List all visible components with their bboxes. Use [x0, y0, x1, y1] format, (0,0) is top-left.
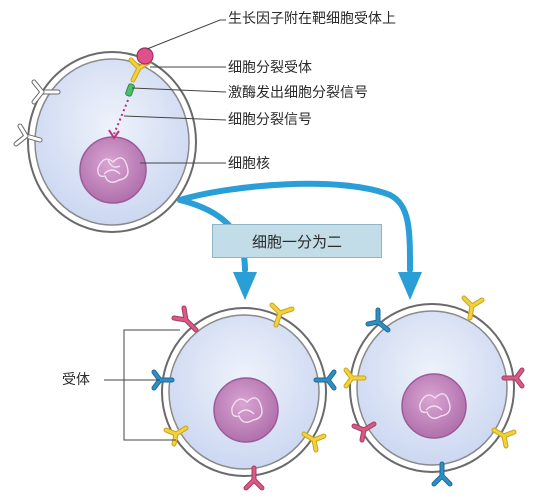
receptor-bracket [104, 329, 180, 441]
label-enzyme-signal: 激酶发出细胞分裂信号 [228, 85, 368, 101]
leader-lines [123, 19, 227, 164]
split-label-box: 细胞一分为二 [212, 224, 382, 258]
receptor-teal [151, 369, 175, 391]
kinase [125, 83, 135, 97]
receptor-pink [351, 421, 377, 443]
receptor-teal [365, 307, 391, 333]
receptor-pink [501, 367, 525, 389]
receptor-yellow [491, 427, 517, 449]
parent-cell [13, 47, 197, 233]
receptor-yellow [461, 295, 485, 321]
receptor-yellow [163, 425, 189, 447]
daughter-cell-right [343, 295, 525, 487]
growth-factor [136, 47, 154, 65]
white-receptor [31, 79, 61, 105]
label-split: 细胞一分为二 [251, 232, 342, 251]
nucleus-left [213, 377, 279, 443]
receptor-yellow [269, 302, 295, 328]
nucleus-top [79, 136, 147, 204]
receptor-yellow [343, 367, 367, 389]
label-growth-factor: 生长因子附在靶细胞受体上 [228, 11, 396, 27]
nucleus-right [401, 373, 467, 439]
daughter-cell-left [151, 302, 337, 491]
division-signal-arrow [108, 99, 129, 140]
split-arrows [177, 180, 422, 300]
receptor-yellow [301, 431, 327, 453]
receptor-pink [171, 305, 199, 333]
label-nucleus: 细胞核 [228, 156, 270, 172]
label-cell-division-receptor: 细胞分裂受体 [228, 60, 312, 76]
label-division-signal: 细胞分裂信号 [228, 112, 312, 128]
receptor-teal [431, 461, 453, 487]
receptor-teal [313, 369, 337, 391]
white-receptor [13, 123, 43, 147]
label-receptor: 受体 [62, 372, 90, 388]
receptor-pink [243, 465, 265, 491]
